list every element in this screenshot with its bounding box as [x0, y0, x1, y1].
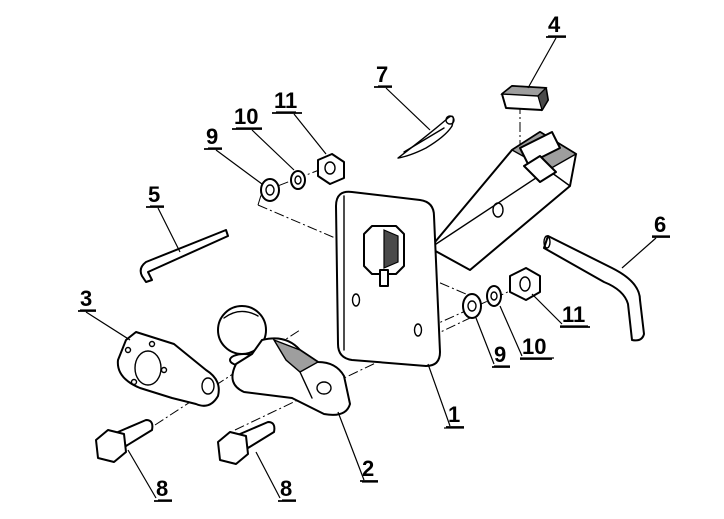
part-8-bolt-right: [217, 421, 276, 465]
callout-5: 5: [148, 182, 160, 207]
callout-2: 2: [362, 456, 374, 481]
part-7-spring-clip: [397, 115, 455, 159]
part-1-mounting-plate: [335, 190, 441, 367]
callout-labels: 4 7 11 10 9 5 6 3 11 10 9 1 2 8 8: [80, 12, 666, 501]
part-4-end-cap: [500, 85, 549, 112]
part-11-nut-lower: [509, 267, 541, 301]
part-9-washer-lower: [462, 293, 482, 319]
part-10-lock-washer-lower: [486, 285, 502, 307]
callout-6: 6: [654, 212, 666, 237]
callout-1: 1: [448, 402, 460, 427]
callout-4: 4: [548, 12, 561, 37]
callout-7: 7: [376, 62, 388, 87]
callout-11-upper: 11: [274, 88, 297, 113]
callout-8-left: 8: [156, 476, 168, 501]
part-5-hex-key: [139, 229, 229, 283]
callout-11-lower: 11: [562, 302, 585, 327]
part-2-ball-mount: [217, 305, 351, 416]
callout-underlines: [78, 36, 670, 502]
callout-9-lower: 9: [494, 342, 506, 367]
part-6-locking-pin: [543, 235, 645, 342]
part-9-washer-upper: [260, 178, 280, 202]
leader-lines: [80, 35, 670, 501]
callout-8-right: 8: [280, 476, 292, 501]
callout-3: 3: [80, 286, 92, 311]
callout-9-upper: 9: [206, 124, 218, 149]
part-3-socket-plate: [116, 331, 220, 407]
part-11-nut-upper: [317, 153, 345, 185]
part-8-bolt-left: [95, 419, 154, 463]
callout-10-upper: 10: [234, 104, 258, 129]
part-10-lock-washer-upper: [290, 170, 306, 190]
receiver-tube: [429, 131, 578, 271]
callout-10-lower: 10: [522, 334, 546, 359]
